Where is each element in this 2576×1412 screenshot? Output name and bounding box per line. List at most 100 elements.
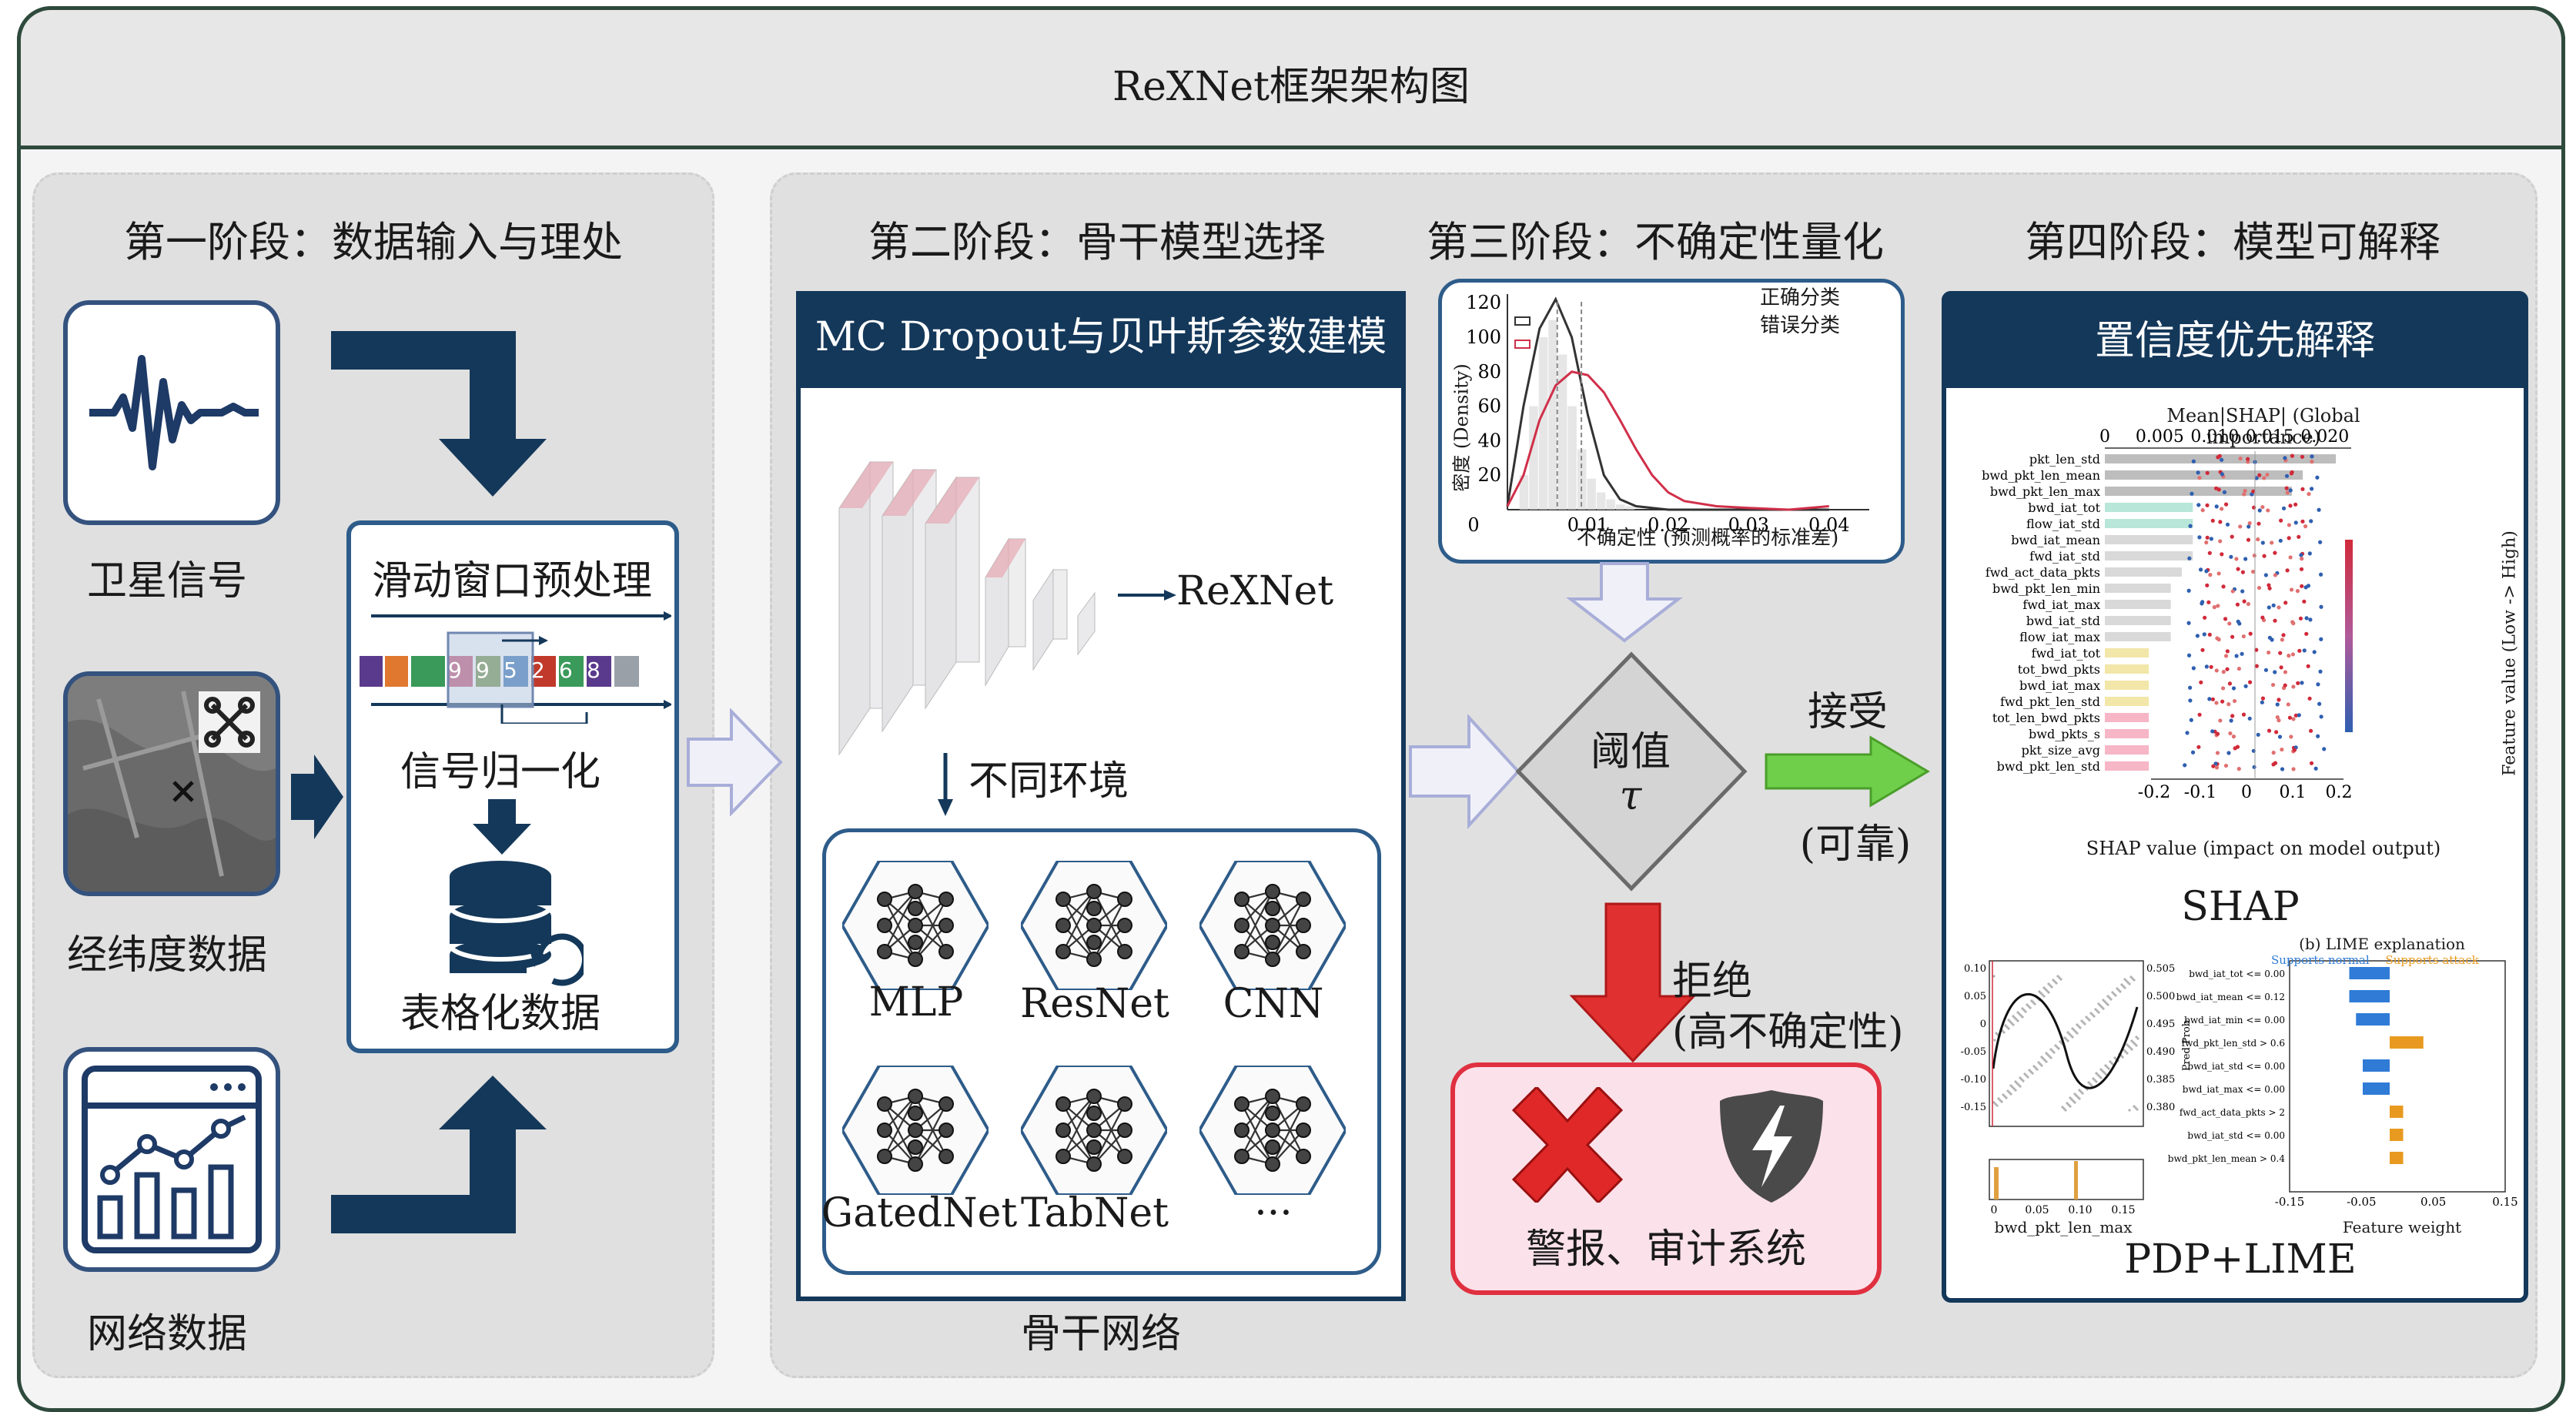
shap-dot bbox=[2279, 518, 2283, 523]
pdp-sample-dot bbox=[2122, 985, 2125, 988]
lime-rule-label: bwd_iat_max <= 0.00 bbox=[2183, 1084, 2285, 1095]
shap-dot bbox=[2283, 670, 2288, 674]
shap-feature-label: bwd_iat_mean bbox=[2011, 533, 2100, 547]
pdp-sample-dot bbox=[2010, 1022, 2013, 1025]
shap-dot bbox=[2285, 568, 2290, 573]
shap-dot bbox=[2309, 761, 2314, 765]
pdp-sample-dot bbox=[2049, 1056, 2052, 1059]
pdp-sample-dot bbox=[2068, 1032, 2071, 1036]
shap-top-tick: 0 bbox=[2099, 427, 2110, 447]
reject-label: 拒绝 bbox=[1672, 959, 1753, 1005]
shap-dot bbox=[2229, 718, 2233, 723]
shap-dot bbox=[2196, 503, 2201, 507]
pdp-sample-dot bbox=[2043, 1059, 2046, 1062]
model-gatednet-label: GatedNet bbox=[821, 1190, 1018, 1236]
shap-dot bbox=[2308, 728, 2313, 733]
pdp-sample-dot bbox=[2014, 1080, 2017, 1083]
shap-dot bbox=[2225, 522, 2230, 527]
network-label: 网络数据 bbox=[86, 1311, 247, 1357]
hist-bar bbox=[1567, 406, 1577, 510]
shap-dot bbox=[2191, 459, 2196, 463]
shap-dot bbox=[2214, 668, 2219, 673]
pdp-sample-dot bbox=[2009, 1092, 2012, 1096]
shap-dot bbox=[2241, 634, 2246, 639]
pdp-sample-dot bbox=[2076, 1032, 2079, 1035]
x-tick-label: 0.04 bbox=[1808, 514, 1849, 536]
pdp-sample-dot bbox=[2126, 981, 2129, 984]
pdp-hist-frame bbox=[1989, 1159, 2144, 1200]
pdp-sample-dot bbox=[2014, 1089, 2017, 1092]
pdp-sample-dot bbox=[2017, 1083, 2020, 1086]
pdp-sample-dot bbox=[2046, 989, 2049, 992]
pdp-sample-dot bbox=[1999, 1099, 2002, 1102]
pdp-sample-dot bbox=[2065, 1038, 2068, 1041]
y-tick-label: 120 bbox=[1466, 292, 1501, 313]
shap-dot bbox=[2291, 767, 2296, 771]
pdp-sample-dot bbox=[2077, 1025, 2080, 1028]
shap-dot bbox=[2317, 507, 2321, 512]
shap-dot bbox=[2310, 454, 2314, 459]
shap-feature-label: bwd_iat_max bbox=[2019, 678, 2100, 693]
shap-dot bbox=[2306, 664, 2310, 668]
shap-bar bbox=[2105, 535, 2193, 544]
shap-bar bbox=[2105, 584, 2171, 593]
satellite-label: 卫星信号 bbox=[86, 558, 247, 604]
tau-symbol: τ bbox=[1619, 773, 1642, 819]
shap-dot bbox=[2223, 502, 2229, 507]
shap-dot bbox=[2297, 648, 2302, 653]
pdp-sample-dot bbox=[2076, 1096, 2079, 1099]
shap-dot bbox=[2226, 702, 2231, 707]
shap-dot bbox=[2236, 767, 2241, 771]
shap-dot bbox=[2220, 552, 2224, 557]
pdp-sample-dot bbox=[1993, 1039, 1996, 1042]
model-resnet-label: ResNet bbox=[1020, 981, 1169, 1027]
pdp-sample-dot bbox=[2007, 1027, 2010, 1030]
pdp-sample-dot bbox=[2127, 1045, 2130, 1048]
shap-dot bbox=[2227, 621, 2232, 626]
shap-top-tick: 0.010 bbox=[2190, 427, 2239, 447]
backbone-caption: 骨干网络 bbox=[1020, 1311, 1181, 1357]
pdp-sample-dot bbox=[2114, 994, 2117, 997]
pdp-sample-dot bbox=[2102, 1007, 2105, 1010]
shap-dot bbox=[2260, 700, 2264, 704]
pdp-sample-dot bbox=[1992, 975, 1996, 978]
shap-dot bbox=[2257, 521, 2261, 526]
shap-dot bbox=[2214, 701, 2219, 705]
arrow-right-icon bbox=[291, 755, 343, 839]
alarm-label: 警报、审计系统 bbox=[1525, 1226, 1806, 1273]
shap-dot bbox=[2309, 519, 2313, 524]
pdp-sample-dot bbox=[2106, 995, 2109, 998]
pdp-sample-dot bbox=[2085, 1016, 2088, 1019]
pdp-sample-dot bbox=[2096, 1073, 2099, 1076]
sliding-window-title: 滑动窗口预处理 bbox=[371, 558, 652, 604]
pdp-sample-dot bbox=[2106, 1003, 2109, 1006]
pdp-sample-dot bbox=[2022, 1079, 2025, 1082]
env-label: 不同环境 bbox=[969, 758, 1129, 805]
shap-dot bbox=[2263, 668, 2269, 672]
shap-dot bbox=[2287, 536, 2291, 540]
shap-dot bbox=[2273, 618, 2277, 623]
pdp-sample-dot bbox=[2033, 1002, 2036, 1005]
pdp-sample-dot bbox=[2099, 1076, 2103, 1079]
model-mlp-label: MLP bbox=[868, 979, 964, 1026]
pdp-sample-dot bbox=[2018, 1012, 2021, 1016]
shap-dot bbox=[2205, 583, 2210, 587]
legend-correct: 正确分类 bbox=[1760, 286, 1841, 310]
shap-dot bbox=[2186, 621, 2191, 625]
shap-dot bbox=[2209, 537, 2213, 541]
lime-bar bbox=[2390, 1106, 2404, 1118]
pdp-sample-dot bbox=[2117, 989, 2120, 992]
shap-dot bbox=[2291, 621, 2296, 626]
pdp-curve bbox=[1992, 992, 2139, 1089]
y-tick-label: 100 bbox=[1466, 326, 1501, 348]
hist-bar bbox=[1596, 492, 1606, 510]
shap-bar bbox=[2105, 600, 2171, 609]
pdp-sample-dot bbox=[1992, 1101, 1996, 1104]
pdp-sample-dot bbox=[2047, 982, 2050, 985]
pdp-sample-dot bbox=[2101, 1069, 2104, 1072]
more-net-icon bbox=[1199, 1066, 1346, 1195]
shap-dot bbox=[2205, 535, 2210, 540]
explain-header: 置信度优先解释 bbox=[1942, 291, 2528, 388]
pdp-x-tick: 0 bbox=[1991, 1204, 1998, 1216]
shap-dot bbox=[2278, 538, 2283, 543]
